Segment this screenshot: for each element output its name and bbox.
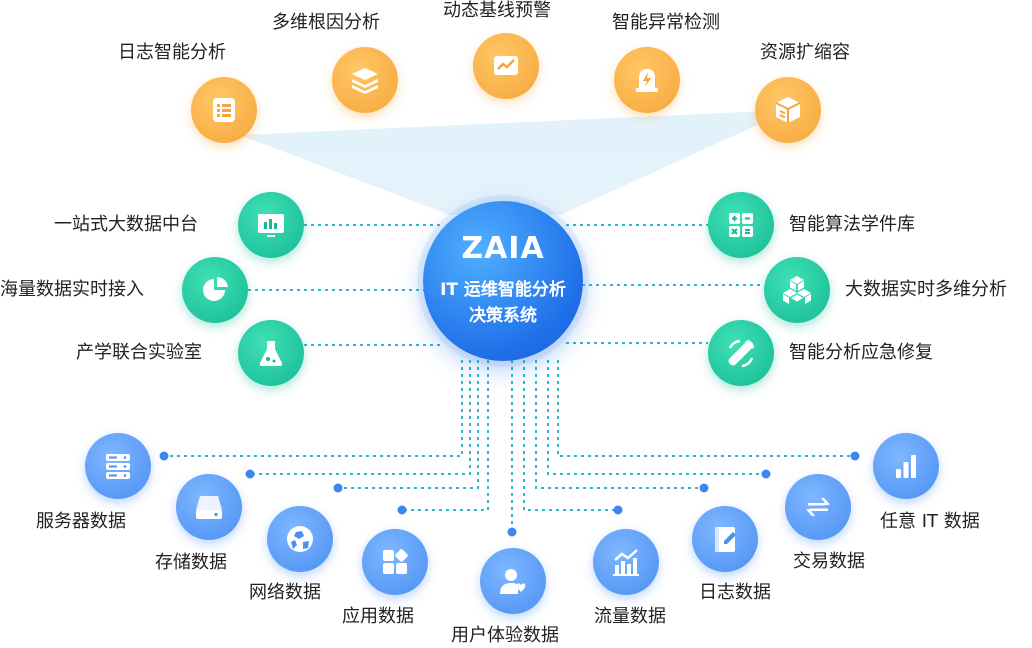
connector-dot-8 (850, 451, 860, 461)
hub-subtitle: IT 运维智能分析决策系统 (440, 280, 566, 326)
top-node-4 (755, 77, 821, 143)
connector-dot-5 (613, 505, 623, 515)
bottom-node-1 (176, 474, 242, 540)
center-hub: ZAIA IT 运维智能分析决策系统 (423, 201, 583, 361)
bottom-label-2: 网络数据 (249, 582, 321, 603)
bottom-node-6 (692, 506, 758, 572)
bottom-node-3 (362, 529, 428, 595)
dashed-connectors (164, 224, 855, 532)
server-box-icon (775, 97, 801, 123)
wrench-icon (728, 339, 754, 368)
bottom-node-2 (267, 506, 333, 572)
connector-bottom-1 (250, 360, 471, 475)
connector-bottom-3 (402, 360, 489, 511)
exchange-arrows-icon (806, 498, 830, 516)
left-node-2 (238, 320, 304, 386)
top-label-3: 智能异常检测 (612, 12, 720, 33)
trend-chart-icon (494, 56, 518, 75)
calculator-icon (729, 213, 753, 237)
log-book-icon (715, 527, 736, 552)
server-rack-icon (106, 454, 130, 479)
top-label-1: 多维根因分析 (272, 12, 380, 33)
right-node-2 (708, 320, 774, 386)
connector-dot-7 (761, 469, 771, 479)
bottom-node-4 (480, 548, 546, 614)
bottom-node-7 (785, 474, 851, 540)
left-node-0 (238, 192, 304, 258)
connector-bottom-6 (535, 360, 704, 489)
connector-bottom-8 (557, 360, 855, 457)
connector-dot-1 (245, 469, 255, 479)
connector-dot-0 (159, 451, 169, 461)
bottom-label-7: 交易数据 (793, 551, 865, 572)
layers-icon (352, 68, 378, 94)
left-node-1 (182, 257, 248, 323)
monitor-chart-icon (258, 214, 284, 237)
bottom-label-0: 服务器数据 (36, 511, 126, 532)
flask-icon (259, 341, 283, 366)
connector-bottom-7 (547, 360, 766, 475)
connector-dots (159, 451, 860, 537)
bottom-node-5 (593, 529, 659, 595)
storage-drive-icon (196, 496, 222, 519)
bottom-label-3: 应用数据 (342, 606, 414, 627)
top-label-0: 日志智能分析 (118, 42, 226, 63)
connector-dot-4 (507, 527, 517, 537)
cubes-icon (783, 276, 811, 304)
right-label-0: 智能算法学件库 (789, 214, 915, 235)
left-label-1: 海量数据实时接入 (0, 279, 144, 300)
top-node-1 (332, 47, 398, 113)
connector-dot-3 (397, 505, 407, 515)
hub-title: ZAIA (461, 231, 545, 266)
bottom-node-8 (873, 433, 939, 499)
bottom-label-5: 流量数据 (594, 606, 666, 627)
bottom-node-0 (85, 433, 151, 499)
user-heart-icon (500, 569, 526, 594)
top-label-4: 资源扩缩容 (760, 42, 850, 63)
connector-dot-6 (699, 483, 709, 493)
bar-chart-icon (896, 455, 916, 478)
connector-dot-2 (333, 483, 343, 493)
top-beam (240, 110, 790, 215)
top-node-3 (614, 47, 680, 113)
connector-bottom-0 (164, 360, 463, 457)
top-node-0 (191, 77, 257, 143)
right-node-1 (764, 257, 830, 323)
app-grid-icon (383, 549, 408, 574)
top-node-2 (473, 33, 539, 99)
traffic-chart-icon (613, 549, 639, 576)
right-label-2: 智能分析应急修复 (789, 342, 933, 363)
top-label-2: 动态基线预警 (443, 0, 551, 21)
right-label-1: 大数据实时多维分析 (845, 279, 1007, 300)
left-label-2: 产学联合实验室 (76, 342, 202, 363)
right-node-0 (708, 192, 774, 258)
bottom-label-6: 日志数据 (699, 582, 771, 603)
connector-bottom-5 (523, 360, 618, 511)
bottom-label-4: 用户体验数据 (451, 625, 559, 646)
connector-bottom-2 (338, 360, 479, 489)
bottom-label-1: 存储数据 (155, 552, 227, 573)
globe-icon (287, 526, 313, 552)
pie-chart-icon (203, 276, 228, 301)
left-label-0: 一站式大数据中台 (54, 214, 198, 235)
alarm-light-icon (636, 69, 658, 92)
list-icon (213, 98, 235, 122)
bottom-label-8: 任意 IT 数据 (880, 511, 980, 532)
